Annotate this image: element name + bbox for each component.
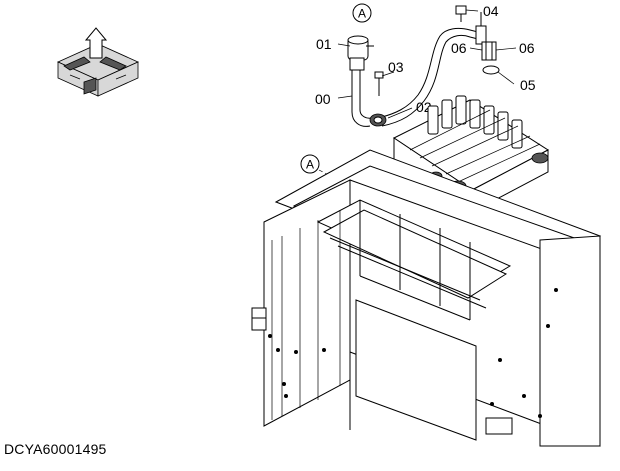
main-frame xyxy=(251,149,602,447)
svg-text:A: A xyxy=(306,158,314,172)
label-part-03: 03 xyxy=(388,59,404,75)
hose-assembly xyxy=(347,5,500,127)
label-part-01: 01 xyxy=(316,36,332,52)
leader-lines xyxy=(337,9,517,119)
label-part-04: 04 xyxy=(483,3,499,19)
svg-text:A: A xyxy=(358,7,366,21)
label-part-05: 05 xyxy=(520,77,536,93)
label-part-06-left: 06 xyxy=(451,40,467,56)
document-id: DCYA60001495 xyxy=(4,441,107,457)
callout-a-top: A xyxy=(352,3,372,23)
label-part-06-right: 06 xyxy=(519,40,535,56)
label-part-00: 00 xyxy=(315,91,331,107)
orientation-cube-icon xyxy=(57,27,139,97)
